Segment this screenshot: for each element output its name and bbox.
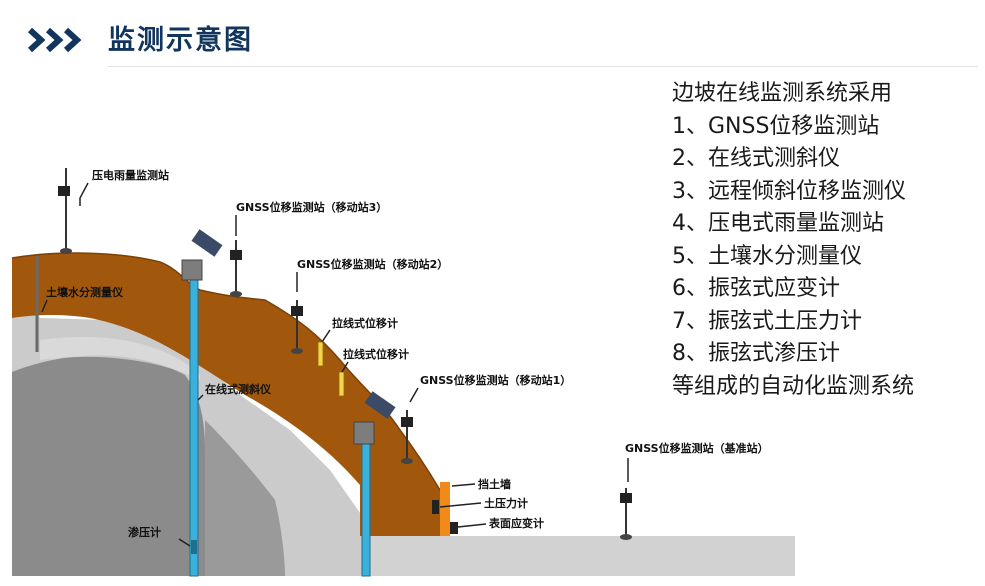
label-gnss-mobile-2: GNSS位移监测站（移动站2） [297, 257, 448, 271]
gnss-base-station [620, 488, 632, 540]
label-wire-displacement-2: 拉线式位移计 [343, 347, 409, 361]
inclinometer-tube-2 [361, 439, 371, 577]
gnss-mobile-station-3 [191, 229, 242, 297]
legend-item: 5、土壤水分测量仪 [672, 243, 862, 269]
gnss-mobile-station-2 [291, 300, 303, 354]
label-gnss-mobile-3: GNSS位移监测站（移动站3） [236, 200, 387, 214]
label-inclinometer: 在线式测斜仪 [205, 382, 272, 396]
legend-item: 6、振弦式应变计 [672, 276, 840, 301]
earth-pressure-cell [432, 500, 439, 514]
label-gnss-base: GNSS位移监测站（基准站） [625, 441, 769, 455]
legend-item: 4、压电式雨量监测站 [672, 211, 884, 236]
header-divider [108, 66, 978, 67]
legend-intro: 边坡在线监测系统采用 [672, 81, 893, 106]
label-gnss-mobile-1: GNSS位移监测站（移动站1） [420, 373, 571, 387]
inclinometer-tube-1 [189, 269, 199, 577]
surface-strain-gauge [450, 522, 458, 534]
legend-item: 8、振弦式渗压计 [672, 341, 840, 366]
label-piezometer: 渗压计 [128, 525, 161, 539]
header: 监测示意图 [0, 0, 985, 72]
wire-displacement-meter-1 [317, 341, 324, 367]
legend-outro: 等组成的自动化监测系统 [672, 373, 915, 399]
retaining-wall [440, 482, 450, 536]
page-title: 监测示意图 [108, 25, 253, 56]
label-retaining-wall: 挡土墙 [478, 477, 511, 491]
wire-displacement-meter-2 [338, 371, 345, 397]
legend-item: 7、振弦式土压力计 [672, 308, 862, 334]
ground-surface [360, 536, 795, 576]
label-wire-displacement-1: 拉线式位移计 [332, 316, 398, 330]
legend-item: 3、远程倾斜位移监测仪 [672, 178, 906, 204]
rock-layer [12, 355, 205, 576]
soil-layer [12, 253, 440, 536]
label-soil-moisture: 土壤水分测量仪 [46, 285, 124, 299]
label-rain-gauge: 压电雨量监测站 [92, 168, 169, 182]
rain-gauge-station [58, 168, 72, 254]
legend-list: 边坡在线监测系统采用 1、GNSS位移监测站 2、在线式测斜仪 3、远程倾斜位移… [672, 78, 982, 403]
label-surface-strain: 表面应变计 [488, 516, 544, 530]
gnss-mobile-station-1 [364, 391, 413, 464]
legend-item: 2、在线式测斜仪 [672, 146, 840, 171]
legend-item: 1、GNSS位移监测站 [672, 113, 880, 139]
piezometer-sensor [191, 540, 197, 554]
label-earth-pressure: 土压力计 [484, 496, 528, 510]
chevron-right-icon [28, 27, 82, 53]
